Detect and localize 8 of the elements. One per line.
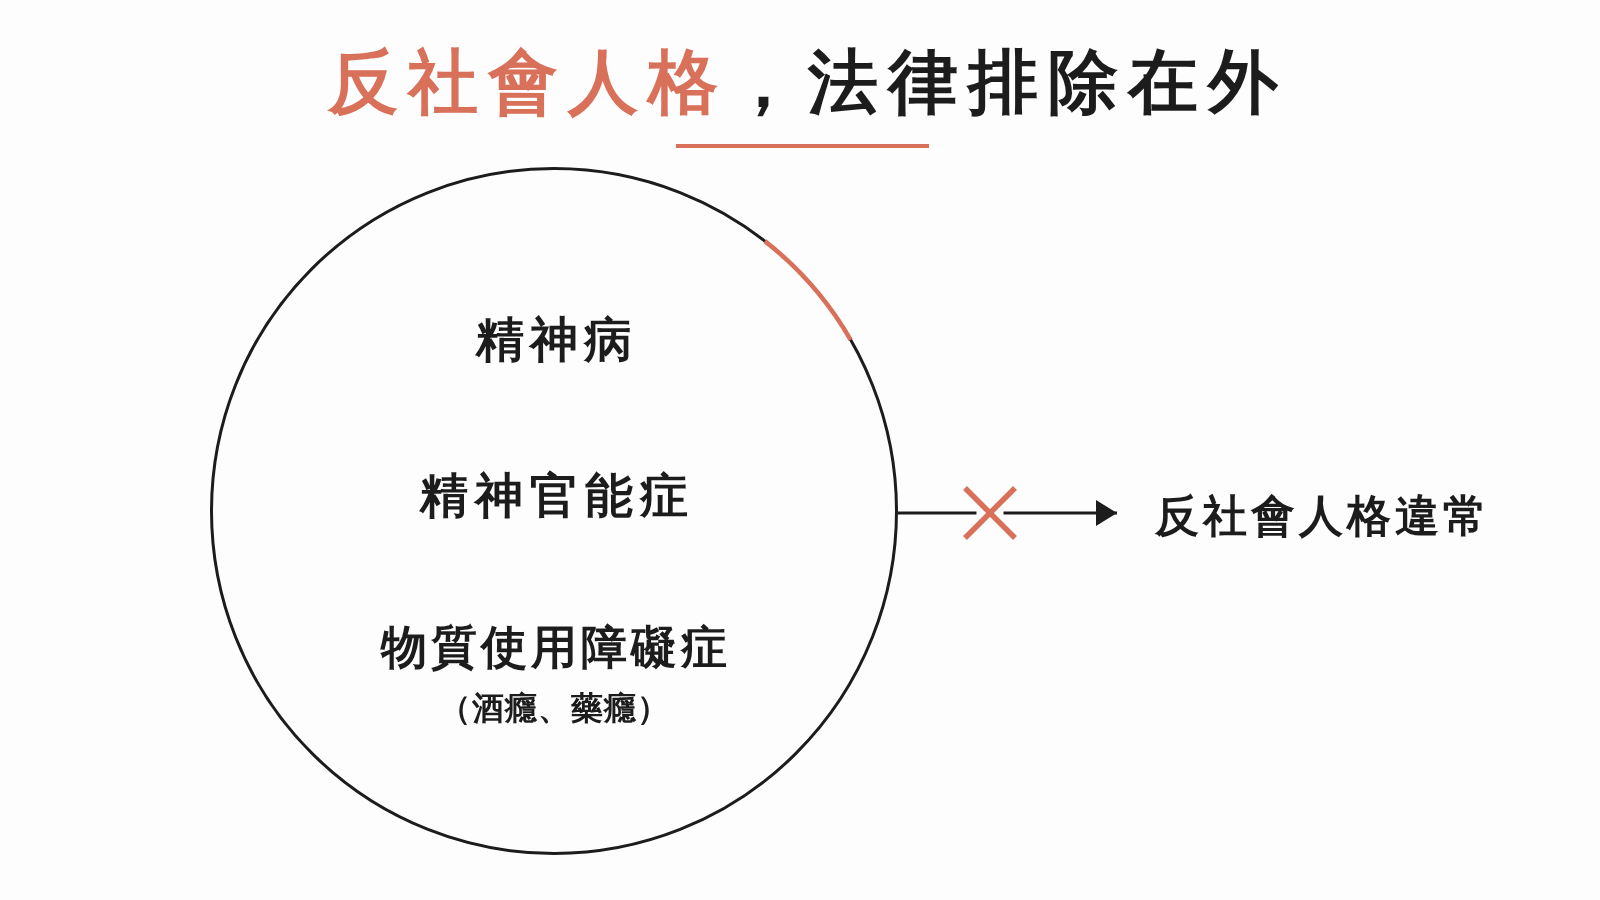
diagnosis-label: 反社會人格違常 [1155,489,1491,543]
category-circle [210,167,898,855]
category-note: （酒癮、藥癮） [438,688,670,728]
arrow [898,500,1117,526]
category-label: 精神官能症 [418,467,695,525]
title: 反社會人格，法律排除在外 [326,41,1288,123]
category-label: 物質使用障礙症 [379,620,731,676]
category-label: 精神病 [474,311,638,369]
